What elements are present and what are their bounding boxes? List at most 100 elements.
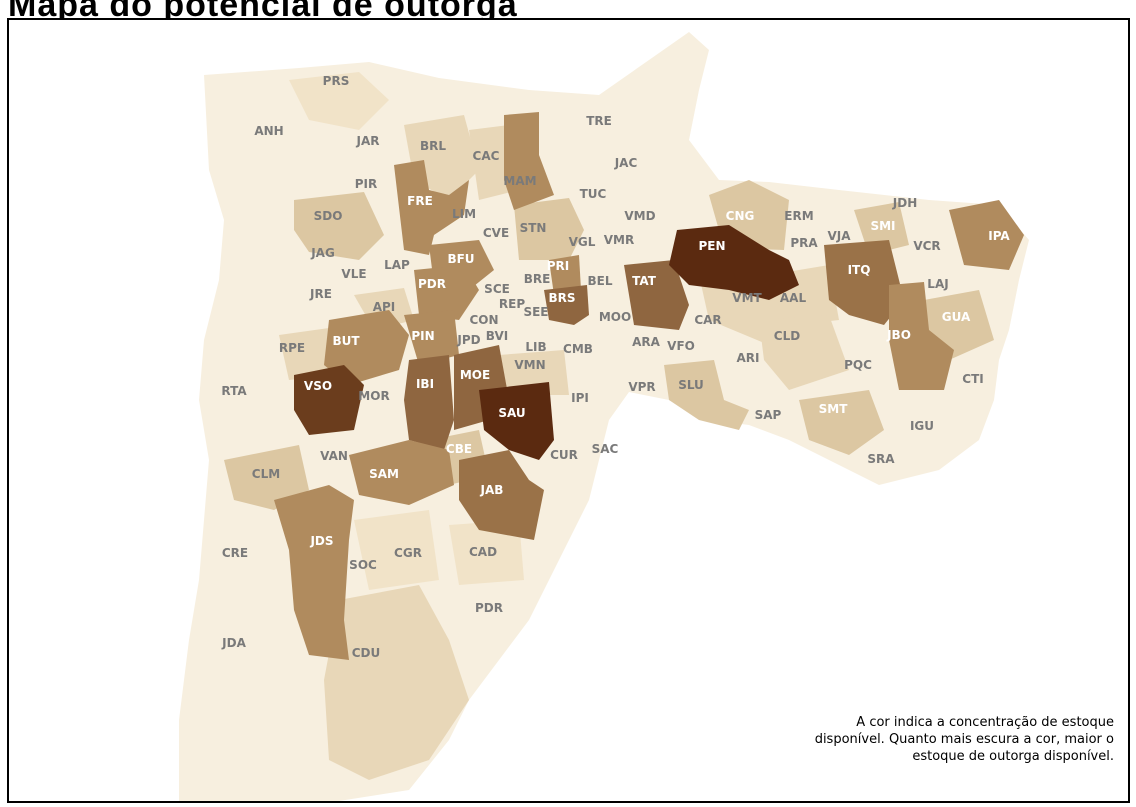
district-label-pen: PEN — [698, 239, 725, 253]
region-sam — [349, 440, 454, 505]
district-label-pir: PIR — [355, 177, 378, 191]
region-north-west — [289, 72, 389, 130]
region-clm — [224, 445, 309, 510]
district-label-vmn: VMN — [514, 358, 545, 372]
district-label-brl: BRL — [420, 139, 446, 153]
district-label-stn: STN — [520, 221, 547, 235]
region-jbo — [889, 282, 954, 390]
district-label-erm: ERM — [784, 209, 813, 223]
district-label-ari: ARI — [737, 351, 760, 365]
district-label-bel: BEL — [588, 274, 613, 288]
region-mam — [504, 112, 554, 210]
district-label-pqc: PQC — [844, 358, 872, 372]
region-cad — [449, 520, 524, 585]
district-label-sdo: SDO — [314, 209, 343, 223]
district-label-clm: CLM — [252, 467, 280, 481]
district-label-pri: PRI — [547, 259, 570, 273]
district-label-pdr: PDR — [418, 277, 446, 291]
district-label-jab: JAB — [480, 483, 504, 497]
district-label-ibi: IBI — [416, 377, 434, 391]
district-label-slu: SLU — [678, 378, 704, 392]
region-tat — [624, 260, 689, 330]
district-label-vmr: VMR — [604, 233, 634, 247]
district-labels: PRS ANH JAR BRL CAC TRE JAC PIR FRE MAM TUC SDO LIM S… — [221, 74, 1010, 660]
region-cdu — [324, 585, 469, 780]
district-label-rta: RTA — [221, 384, 247, 398]
district-label-jac: JAC — [614, 156, 638, 170]
region-ipa — [949, 200, 1024, 270]
district-label-cdu: CDU — [352, 646, 381, 660]
district-label-ipi: IPI — [571, 391, 589, 405]
district-label-jda: JDA — [221, 636, 246, 650]
region-fre — [394, 160, 469, 255]
district-label-cld: CLD — [774, 329, 800, 343]
district-label-vfo: VFO — [667, 339, 695, 353]
region-sau — [479, 382, 554, 460]
district-label-jds: JDS — [309, 534, 333, 548]
district-label-cbe: CBE — [446, 442, 472, 456]
district-label-mam: MAM — [503, 174, 536, 188]
district-label-lap: LAP — [384, 258, 410, 272]
region-rpe — [279, 328, 339, 380]
district-label-jar: JAR — [356, 134, 380, 148]
district-label-tat: TAT — [632, 274, 657, 288]
district-label-sce: SCE — [484, 282, 510, 296]
district-label-prs: PRS — [323, 74, 350, 88]
region-jab — [459, 450, 544, 540]
region-cld — [759, 315, 849, 390]
district-label-jdh: JDH — [892, 196, 917, 210]
district-label-itq: ITQ — [848, 263, 871, 277]
district-label-bre: BRE — [524, 272, 551, 286]
district-label-jre: JRE — [309, 287, 332, 301]
region-pen — [669, 225, 799, 300]
district-label-lim: LIM — [452, 207, 476, 221]
district-label-pin: PIN — [411, 329, 434, 343]
region-slu — [664, 360, 749, 430]
district-label-jag: JAG — [310, 246, 335, 260]
district-label-vle: VLE — [341, 267, 366, 281]
district-label-moe: MOE — [460, 368, 490, 382]
district-label-pdr: PDR — [475, 601, 503, 615]
district-label-moo: MOO — [599, 310, 631, 324]
district-label-cng: CNG — [726, 209, 755, 223]
district-label-cur: CUR — [550, 448, 578, 462]
region-pri — [549, 255, 581, 295]
region-ibi — [404, 355, 454, 450]
district-label-vcr: VCR — [913, 239, 940, 253]
region-brs — [544, 285, 589, 325]
district-label-gua: GUA — [942, 310, 971, 324]
district-label-smi: SMI — [870, 219, 895, 233]
legend-caption: A cor indica a concentração de estoque d… — [814, 715, 1114, 764]
district-label-vso: VSO — [304, 379, 332, 393]
district-label-aal: AAL — [780, 291, 807, 305]
district-label-vgl: VGL — [569, 235, 596, 249]
district-label-see: SEE — [523, 305, 548, 319]
district-label-bvi: BVI — [486, 329, 508, 343]
district-label-cad: CAD — [469, 545, 497, 559]
district-label-vpr: VPR — [628, 380, 655, 394]
district-label-ara: ARA — [632, 335, 661, 349]
region-pdr — [414, 265, 479, 320]
district-label-sau: SAU — [498, 406, 525, 420]
region-itq — [824, 240, 904, 325]
district-label-sac: SAC — [592, 442, 619, 456]
district-label-but: BUT — [332, 334, 360, 348]
region-jds — [274, 485, 354, 660]
district-label-anh: ANH — [254, 124, 283, 138]
district-label-cti: CTI — [962, 372, 983, 386]
district-label-api: API — [373, 300, 396, 314]
district-label-bfu: BFU — [447, 252, 474, 266]
title-strip: Mapa do potencial de outorga — [0, 0, 1136, 22]
district-label-sam: SAM — [369, 467, 399, 481]
district-label-tuc: TUC — [580, 187, 607, 201]
district-label-vja: VJA — [827, 229, 851, 243]
district-label-cgr: CGR — [394, 546, 422, 560]
district-label-laj: LAJ — [927, 277, 948, 291]
region-vmn — [499, 350, 569, 395]
district-label-tre: TRE — [586, 114, 612, 128]
map-frame: PRS ANH JAR BRL CAC TRE JAC PIR FRE MAM TUC SDO LIM S… — [7, 18, 1130, 803]
district-label-cac: CAC — [473, 149, 500, 163]
district-label-mor: MOR — [358, 389, 389, 403]
district-label-soc: SOC — [349, 558, 377, 572]
district-label-fre: FRE — [407, 194, 433, 208]
